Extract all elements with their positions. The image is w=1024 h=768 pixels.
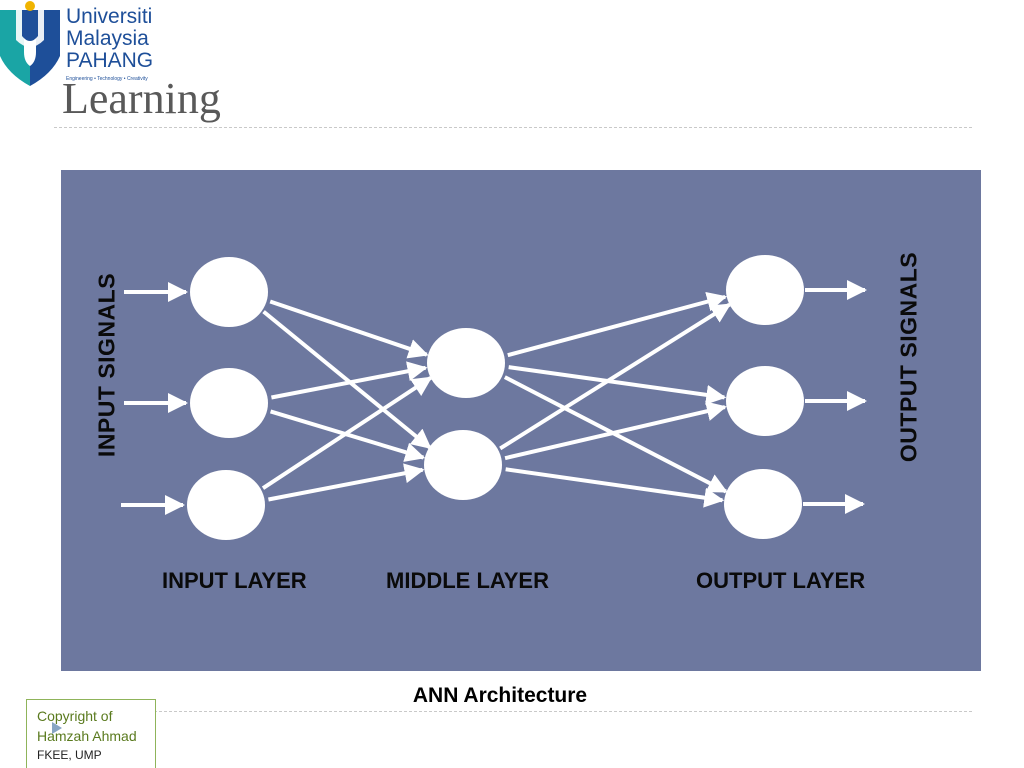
connection-arrow-l2-2-2 bbox=[504, 401, 727, 461]
logo-line-2: Malaysia bbox=[66, 27, 149, 50]
shield-icon bbox=[0, 1, 60, 86]
output-layer-label: OUTPUT LAYER bbox=[696, 568, 866, 593]
footer-divider bbox=[54, 711, 972, 712]
slide-title: Learning bbox=[62, 74, 221, 123]
title-divider bbox=[54, 127, 972, 128]
output-signals-label: OUTPUT SIGNALS bbox=[895, 251, 922, 463]
logo-line-1: Universiti bbox=[66, 5, 153, 28]
middle-neuron-2 bbox=[424, 430, 502, 500]
output-neuron-2 bbox=[726, 366, 804, 436]
connection-arrows bbox=[121, 280, 867, 515]
connection-arrow-l1-2-1 bbox=[271, 361, 428, 400]
copyright-box: Copyright of Hamzah Ahmad FKEE, UMP bbox=[26, 699, 156, 768]
middle-layer-label: MIDDLE LAYER bbox=[386, 568, 549, 593]
connection-arrow-l1-3-1 bbox=[261, 376, 433, 490]
logo-line-3: PAHANG bbox=[66, 49, 154, 72]
output-neuron-1 bbox=[726, 255, 804, 325]
connection-arrow-l1-1-1 bbox=[269, 299, 429, 359]
connection-arrow-l2-2-1 bbox=[499, 302, 732, 451]
network-graphic bbox=[121, 255, 867, 540]
university-logo: Universiti Malaysia PAHANG Engineering •… bbox=[0, 0, 190, 90]
connection-arrow-l2-2-3 bbox=[505, 467, 725, 508]
input-neuron-2 bbox=[190, 368, 268, 438]
connection-arrow-l1-3-2 bbox=[268, 463, 425, 502]
logo-wordmark: Universiti Malaysia PAHANG bbox=[66, 6, 153, 72]
diagram-caption: ANN Architecture bbox=[412, 684, 588, 707]
neuron-nodes bbox=[187, 255, 804, 540]
input-layer-label: INPUT LAYER bbox=[162, 568, 307, 593]
input-neuron-1 bbox=[190, 257, 268, 327]
logo-tagline: Engineering • Technology • Creativity bbox=[66, 76, 148, 82]
connection-arrow-l1-1-2 bbox=[262, 310, 432, 450]
copyright-affiliation: FKEE, UMP bbox=[37, 748, 102, 762]
ann-diagram-panel bbox=[61, 170, 981, 671]
input-signals-label: INPUT SIGNALS bbox=[93, 272, 120, 458]
input-neuron-3 bbox=[187, 470, 265, 540]
output-neuron-3 bbox=[724, 469, 802, 539]
connection-arrow-l2-1-2 bbox=[508, 365, 727, 405]
bullet-arrow-icon bbox=[52, 722, 62, 734]
copyright-text: Copyright of bbox=[37, 708, 113, 724]
connection-arrow-l2-1-1 bbox=[507, 291, 728, 358]
middle-neuron-1 bbox=[427, 328, 505, 398]
